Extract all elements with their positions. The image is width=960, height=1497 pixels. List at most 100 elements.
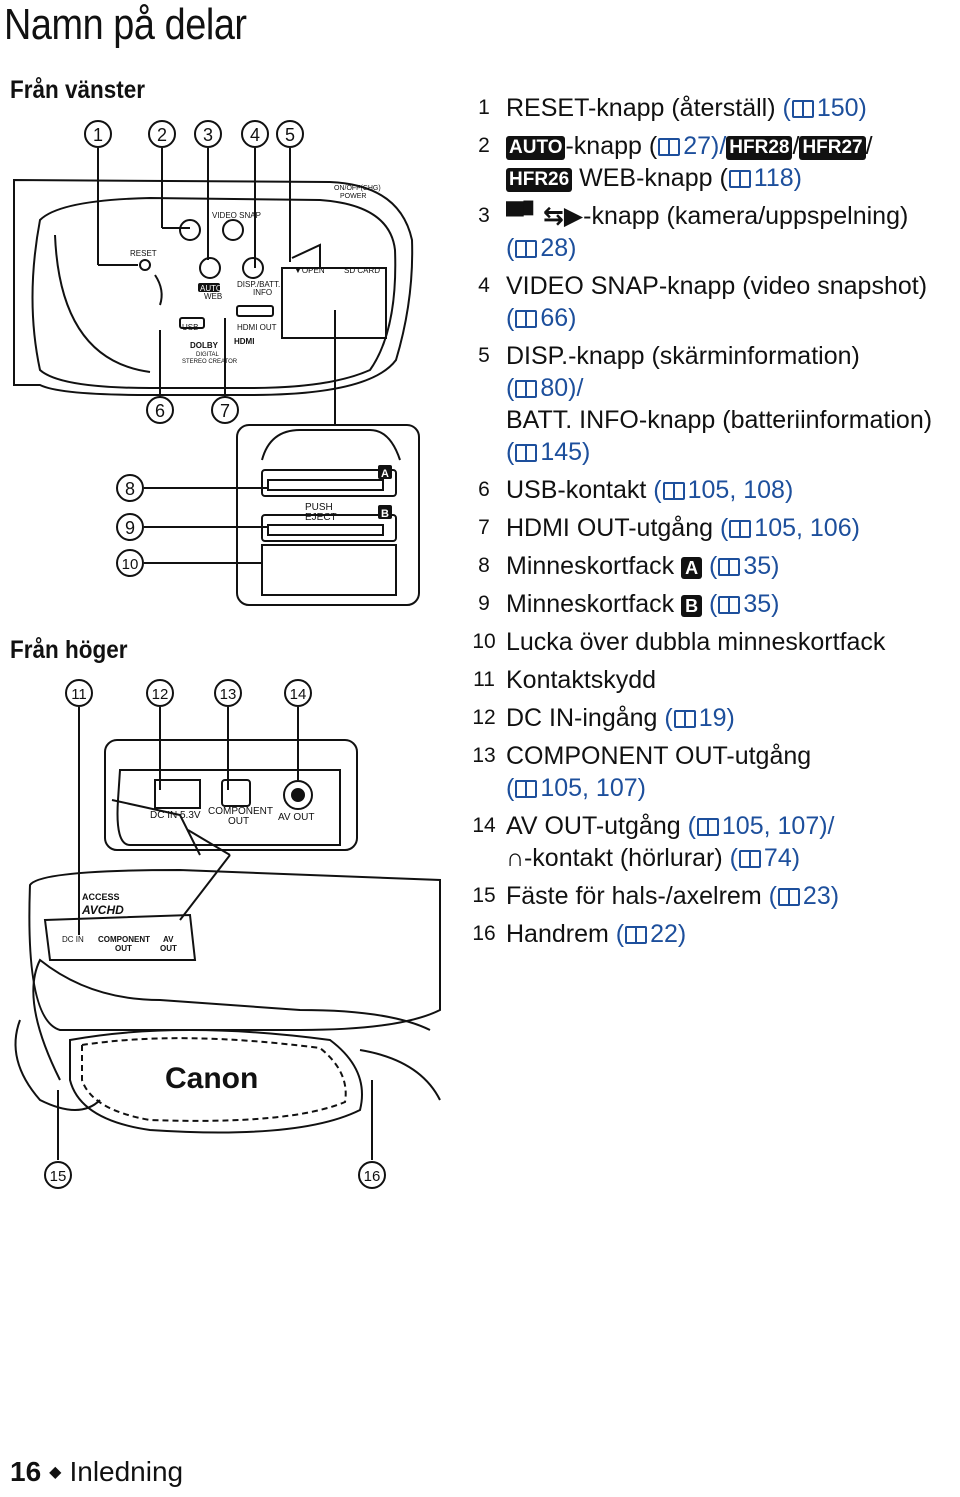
callout-10: 10 xyxy=(116,549,144,577)
svg-text:DISP./BATT.: DISP./BATT. xyxy=(237,280,280,289)
book-icon xyxy=(696,818,719,836)
svg-text:DC IN: DC IN xyxy=(62,935,84,944)
list-item: 2 AUTO-knapp (27)/HFR28/HFR27/ HFR26 WEB… xyxy=(478,132,873,192)
list-item: 9 Minneskortfack B (35) xyxy=(478,590,780,618)
book-icon xyxy=(515,310,538,328)
svg-text:OUT: OUT xyxy=(228,816,249,827)
callout-7: 7 xyxy=(211,396,239,424)
list-item: 11 Kontaktskydd xyxy=(473,666,657,694)
callout-14: 14 xyxy=(284,679,312,707)
svg-text:AVCHD: AVCHD xyxy=(81,903,124,917)
svg-text:3: 3 xyxy=(203,125,213,145)
book-icon xyxy=(718,596,741,614)
page-number: 16 xyxy=(10,1456,42,1487)
svg-text:WEB: WEB xyxy=(204,292,222,301)
svg-text:AUTO: AUTO xyxy=(200,284,222,293)
svg-text:PUSH: PUSH xyxy=(305,502,333,513)
bullet-icon: ◆ xyxy=(49,1464,62,1481)
book-icon xyxy=(515,780,538,798)
svg-text:10: 10 xyxy=(122,556,139,573)
svg-text:16: 16 xyxy=(364,1168,381,1185)
book-icon xyxy=(515,240,538,258)
callout-15: 15 xyxy=(44,1161,72,1189)
callout-1: 1 xyxy=(84,120,112,148)
book-icon xyxy=(515,380,538,398)
svg-text:ON/OFF(CHG): ON/OFF(CHG) xyxy=(334,185,381,192)
svg-text:12: 12 xyxy=(152,686,169,703)
callout-3: 3 xyxy=(194,120,222,148)
svg-text:1: 1 xyxy=(93,125,103,145)
svg-text:2: 2 xyxy=(157,125,167,145)
svg-text:6: 6 xyxy=(155,401,165,421)
svg-text:▼OPEN: ▼OPEN xyxy=(294,266,325,275)
svg-text:VIDEO SNAP: VIDEO SNAP xyxy=(212,211,261,220)
camcorder-illustration: 1 2 3 4 5 RESET VIDEO SNAP AUTO WEB DISP… xyxy=(13,120,441,1189)
list-item: 13 COMPONENT OUT-utgång (105, 107) xyxy=(472,742,812,802)
svg-text:DIGITAL: DIGITAL xyxy=(196,352,220,358)
list-item: 15 Fäste för hals-/axelrem (23) xyxy=(472,882,840,910)
svg-text:9: 9 xyxy=(125,518,135,538)
list-item: 12 DC IN-ingång (19) xyxy=(472,704,735,732)
list-item: 4 VIDEO SNAP-knapp (video snapshot) (66) xyxy=(478,272,928,332)
book-icon xyxy=(625,926,648,944)
callout-4: 4 xyxy=(241,120,269,148)
svg-text:HDMI OUT: HDMI OUT xyxy=(237,323,277,332)
book-icon xyxy=(658,138,681,156)
book-icon xyxy=(515,444,538,462)
section-name: Inledning xyxy=(69,1456,184,1487)
svg-text:POWER: POWER xyxy=(340,193,366,200)
canon-logo: Canon xyxy=(165,1062,258,1095)
svg-text:B: B xyxy=(381,508,389,520)
svg-text:OUT: OUT xyxy=(115,944,132,953)
callout-12: 12 xyxy=(146,679,174,707)
svg-text:DC IN 5.3V: DC IN 5.3V xyxy=(150,810,201,821)
svg-text:SD CARD: SD CARD xyxy=(344,266,380,275)
list-item: 5 DISP.-knapp (skärminformation) (80)/ B… xyxy=(478,342,933,466)
svg-text:COMPONENT: COMPONENT xyxy=(208,806,273,817)
book-icon xyxy=(718,558,741,576)
page-footer: 16 ◆ Inledning xyxy=(10,1456,183,1488)
list-item: 6 USB-kontakt (105, 108) xyxy=(478,476,794,504)
svg-text:13: 13 xyxy=(220,686,237,703)
callout-13: 13 xyxy=(214,679,242,707)
svg-text:5: 5 xyxy=(285,125,295,145)
auto-badge: AUTO xyxy=(506,136,566,160)
svg-text:AV: AV xyxy=(163,935,174,944)
svg-text:INFO: INFO xyxy=(253,288,272,297)
svg-text:11: 11 xyxy=(71,686,87,703)
svg-text:USB: USB xyxy=(182,323,198,332)
book-icon xyxy=(729,520,752,538)
list-item: 14 AV OUT-utgång (105, 107)/ ∩-kontakt (… xyxy=(472,812,835,872)
svg-text:AV OUT: AV OUT xyxy=(278,812,314,823)
callout-6: 6 xyxy=(146,396,174,424)
svg-text:14: 14 xyxy=(290,686,307,703)
svg-text:EJECT: EJECT xyxy=(305,512,337,523)
svg-text:OUT: OUT xyxy=(160,944,177,953)
book-icon xyxy=(662,482,685,500)
section-heading-right: Från höger xyxy=(10,636,128,664)
callout-8: 8 xyxy=(116,474,144,502)
callout-9: 9 xyxy=(116,513,144,541)
parts-list: 1 RESET-knapp (återställ) (150) 2 AUTO-k… xyxy=(472,92,960,956)
book-icon xyxy=(777,888,800,906)
page-title: Namn på delar xyxy=(4,0,247,49)
slot-a-badge: A xyxy=(681,557,703,579)
list-item: 1 RESET-knapp (återställ) (150) xyxy=(478,94,867,122)
camera-play-icons: ▀▘⇆▶ xyxy=(506,202,584,230)
slot-b-badge: B xyxy=(681,595,703,617)
book-icon xyxy=(738,850,761,868)
svg-text:ACCESS: ACCESS xyxy=(82,892,120,902)
svg-text:STEREO CREATOR: STEREO CREATOR xyxy=(182,359,238,365)
callout-16: 16 xyxy=(358,1161,386,1189)
list-item: 3 ▀▘⇆▶-knapp (kamera/uppspelning) (28) xyxy=(478,202,909,262)
svg-text:4: 4 xyxy=(250,125,260,145)
callout-2: 2 xyxy=(148,120,176,148)
svg-text:A: A xyxy=(381,468,389,480)
book-icon xyxy=(791,100,814,118)
svg-text:HDMI: HDMI xyxy=(234,337,254,346)
list-item: 8 Minneskortfack A (35) xyxy=(478,552,780,580)
book-icon xyxy=(728,170,751,188)
svg-text:7: 7 xyxy=(220,401,230,421)
callout-5: 5 xyxy=(276,120,304,148)
svg-text:8: 8 xyxy=(125,479,135,499)
